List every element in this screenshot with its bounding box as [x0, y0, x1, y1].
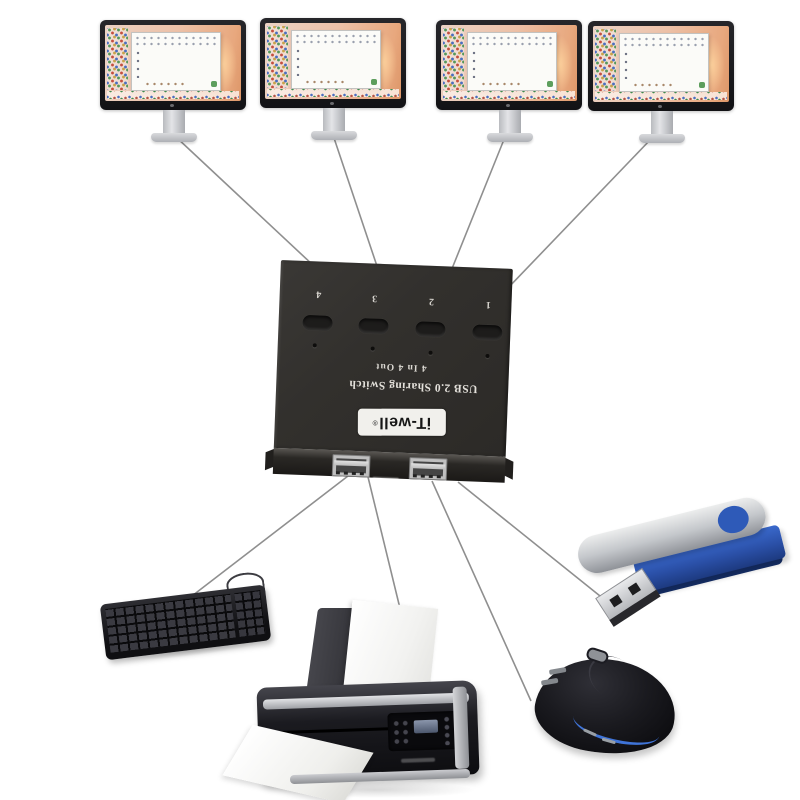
usb-port-pins: [412, 474, 443, 479]
monitor-1: [100, 20, 250, 146]
monitor-2: [260, 18, 410, 144]
monitor-logo-icon: [170, 104, 174, 107]
file-window-statusbar: [304, 79, 344, 85]
recycle-icon: [211, 81, 217, 87]
file-window-statusbar: [144, 81, 184, 87]
file-window-sidebar: [295, 47, 301, 76]
select-button-4: [302, 314, 333, 332]
recycle-icon: [371, 79, 377, 85]
monitor-stand: [651, 111, 673, 135]
monitor-base: [311, 131, 357, 140]
monitor-screen: [593, 26, 729, 102]
monitor-stand: [499, 110, 521, 134]
printer-buttons-left: [391, 718, 411, 746]
keyboard-keys: [105, 593, 236, 653]
desktop-icons-grid: [443, 28, 464, 90]
monitor-base: [487, 133, 533, 142]
file-window: [131, 32, 221, 91]
recycle-icon: [547, 81, 553, 87]
cable-mouse: [431, 480, 532, 702]
cable-usb-drive: [457, 481, 606, 601]
file-window-statusbar: [632, 82, 672, 88]
desktop-icons-grid: [107, 28, 128, 90]
cable-keyboard: [187, 475, 349, 600]
usb-sharing-switch: 4 3 2 1 4 In 4 Out USB 2.0 Sharing Switc…: [264, 260, 520, 491]
monitor-screen: [441, 25, 577, 101]
taskbar: [267, 89, 399, 97]
brand-label: iT-well®: [357, 408, 446, 436]
printer: [222, 599, 492, 800]
cable-monitor-4: [506, 138, 652, 290]
printer-display: [413, 719, 439, 734]
file-window-toolbar: [294, 33, 378, 45]
usb-port-b: [408, 457, 448, 481]
led-indicator-4: [312, 343, 317, 348]
monitor-logo-icon: [330, 102, 334, 105]
port-label-smudge: [372, 476, 399, 482]
file-window-statusbar: [480, 81, 520, 87]
cable-monitor-3: [444, 136, 506, 287]
printer-logo-smudge: [400, 757, 436, 763]
monitor-logo-icon: [506, 104, 510, 107]
port-number-1: 1: [485, 298, 492, 311]
file-window-sidebar: [471, 49, 477, 78]
select-button-2: [415, 321, 446, 338]
taskbar: [595, 92, 727, 100]
file-window-toolbar: [622, 36, 706, 48]
cable-monitor-1: [175, 136, 331, 282]
file-window: [467, 32, 557, 91]
monitor-stand: [323, 108, 345, 132]
connector-hole-1: [609, 594, 623, 608]
usb-port-a: [331, 454, 371, 478]
monitor-base: [639, 134, 685, 143]
port-number-4: 4: [316, 288, 322, 300]
file-window: [619, 33, 709, 92]
taskbar: [107, 91, 239, 99]
file-window: [291, 30, 381, 89]
printer-silver-band: [262, 692, 470, 710]
desktop-icons-grid: [267, 26, 288, 88]
keyboard-deck: [99, 584, 272, 661]
port-number-3: 3: [371, 292, 378, 304]
monitor-screen: [105, 25, 241, 101]
monitor-screen: [265, 23, 401, 99]
monitor-3: [436, 20, 586, 146]
printer-side-trim: [452, 686, 470, 769]
connector-hole-2: [627, 582, 642, 596]
taskbar: [443, 91, 575, 99]
usb-flash-drive: [574, 493, 793, 648]
usb-port-pins: [335, 471, 366, 476]
desktop-icons-grid: [595, 29, 616, 91]
file-window-toolbar: [470, 35, 554, 47]
file-window-sidebar: [135, 49, 141, 78]
port-number-2: 2: [428, 295, 435, 307]
select-button-1: [472, 324, 503, 341]
cable-monitor-2: [332, 134, 384, 285]
registered-trademark-icon: ®: [372, 418, 378, 426]
monitor-logo-icon: [658, 105, 662, 108]
brand-name: iT-well: [378, 414, 432, 432]
monitor-4: [588, 21, 738, 147]
select-button-3: [358, 318, 389, 335]
file-window-toolbar: [134, 35, 218, 47]
file-window-sidebar: [623, 50, 629, 79]
monitor-base: [151, 133, 197, 142]
recycle-icon: [699, 82, 705, 88]
monitor-stand: [163, 110, 185, 134]
